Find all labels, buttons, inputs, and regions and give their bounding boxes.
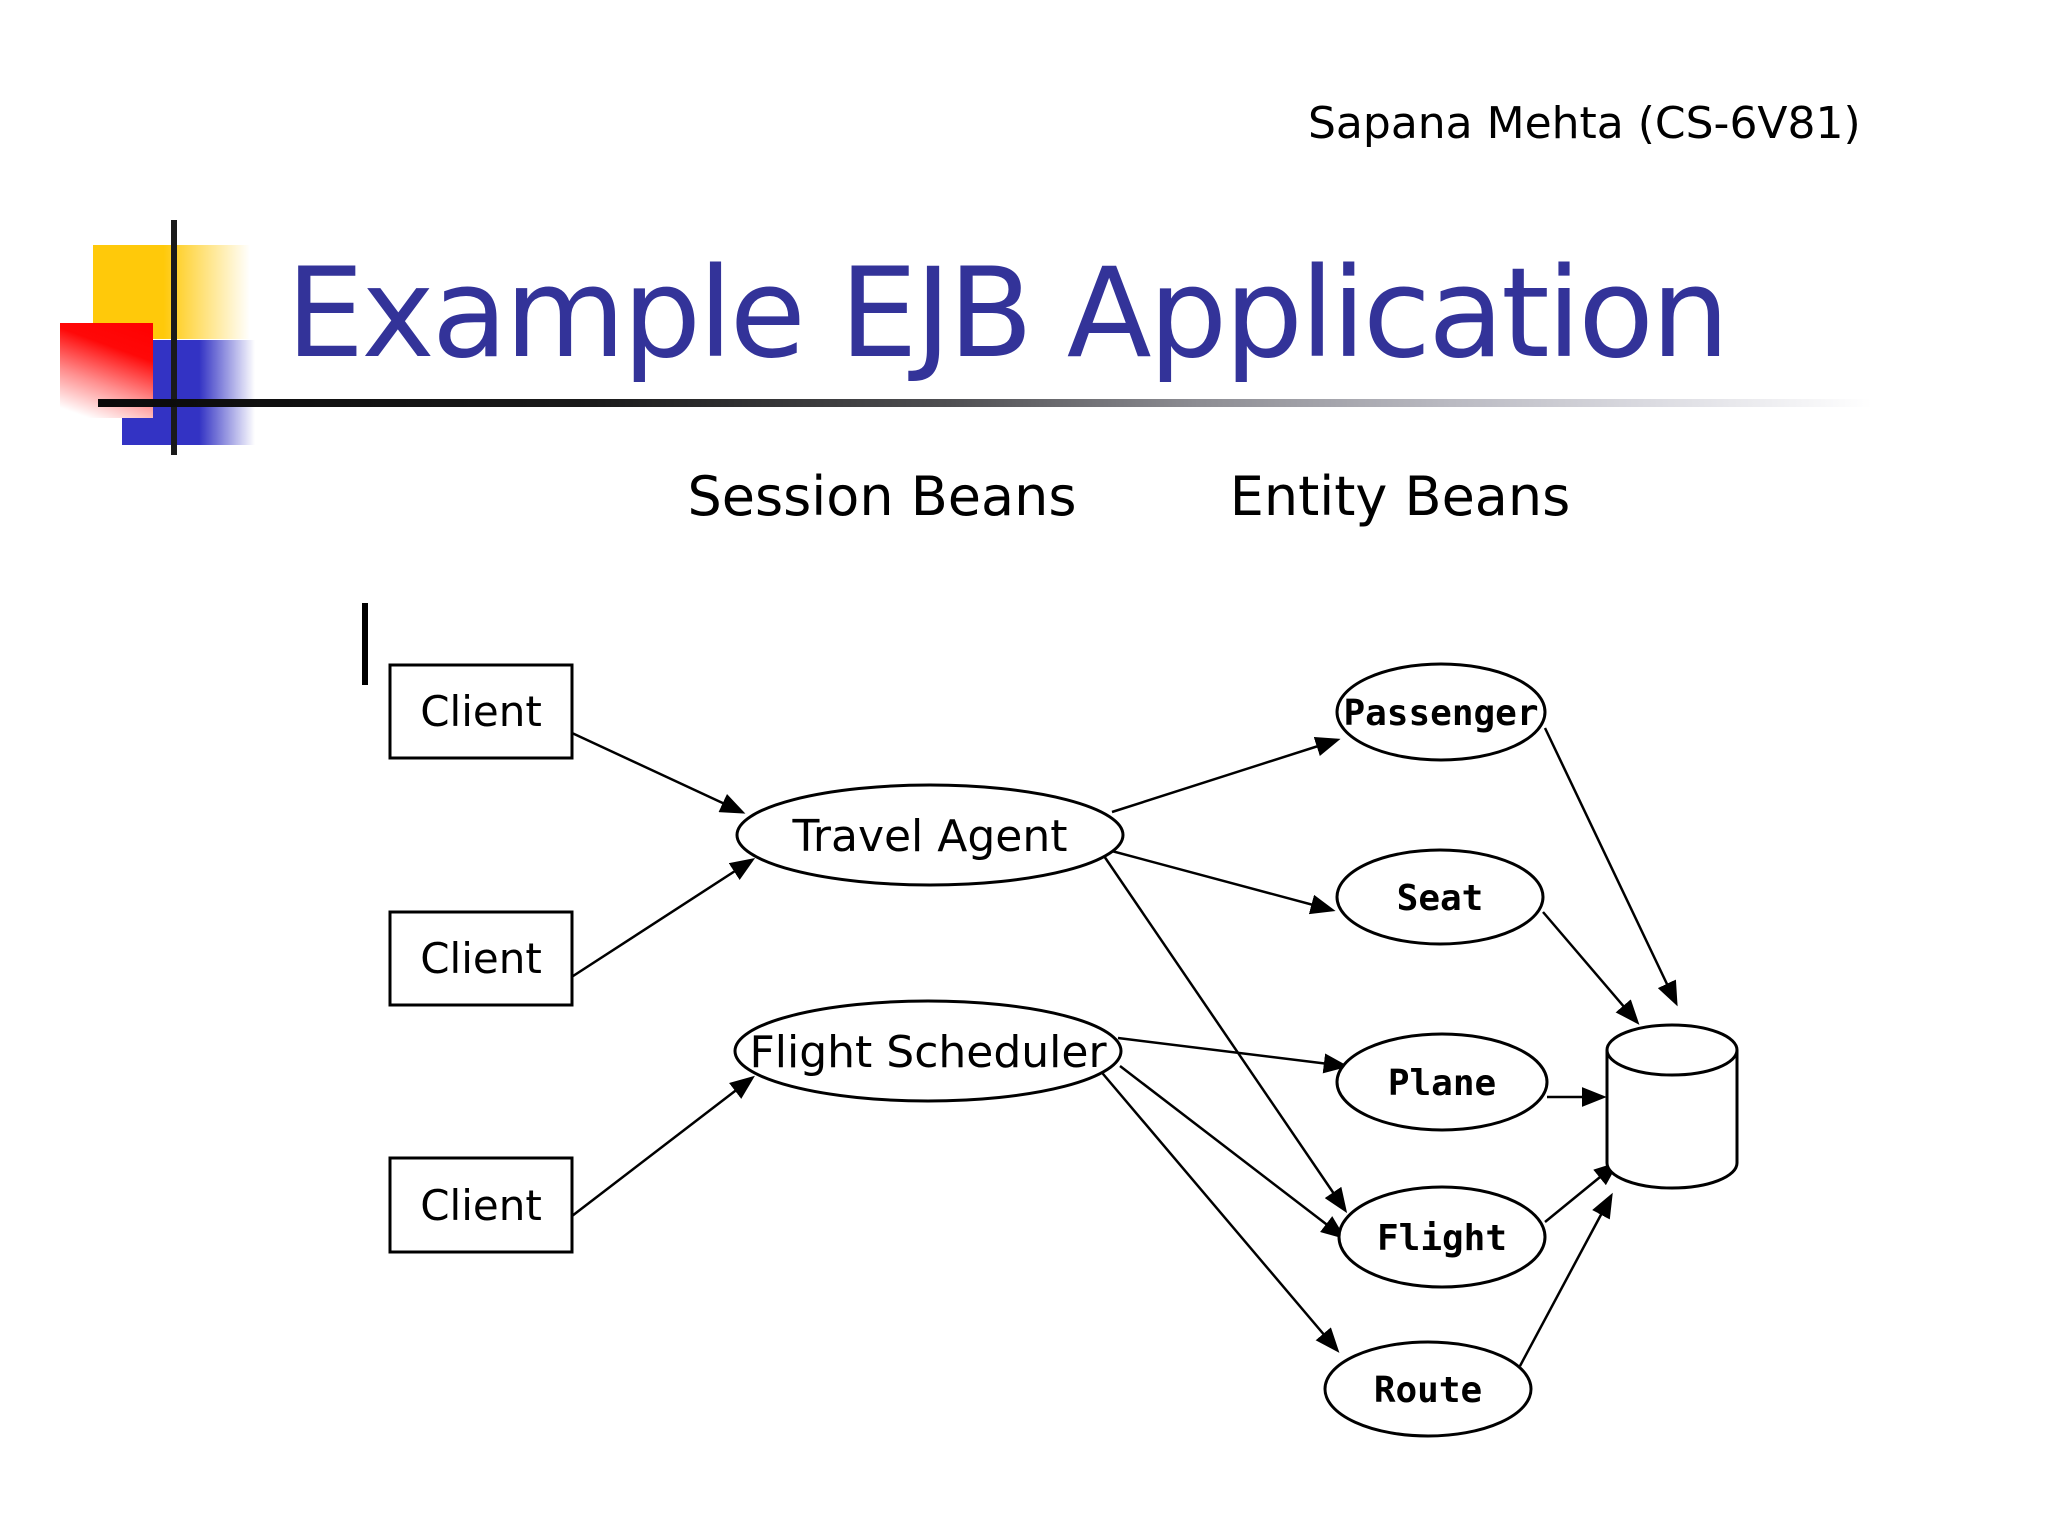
edge-flight-database <box>1544 1161 1619 1223</box>
database-cylinder-icon <box>1605 1023 1739 1190</box>
client-1-label: Client <box>420 687 542 736</box>
flight-scheduler-ellipse <box>733 999 1123 1103</box>
seat-label: Seat <box>1397 878 1484 919</box>
client-3-label: Client <box>420 1181 542 1230</box>
entity-beans-header: Entity Beans <box>1230 465 1571 528</box>
travel-agent-label: Travel Agent <box>791 811 1067 862</box>
route-label: Route <box>1374 1370 1482 1411</box>
client-nodes: Client Client Client <box>388 663 574 1254</box>
flight-scheduler-label: Flight Scheduler <box>749 1027 1107 1078</box>
session-bean-nodes: Travel Agent Flight Scheduler <box>733 783 1125 1103</box>
edge-client3-flight-scheduler <box>571 1075 755 1217</box>
client-box-1 <box>388 663 574 760</box>
edge-flight-scheduler-route <box>1097 1067 1340 1353</box>
plane-ellipse <box>1335 1032 1549 1132</box>
edge-travel-agent-passenger <box>1111 736 1341 814</box>
edge-seat-database <box>1542 911 1640 1025</box>
page-title: Example EJB Application <box>286 242 1730 386</box>
passenger-label: Passenger <box>1343 693 1538 734</box>
credit-text: Sapana Mehta (CS-6V81) <box>1308 98 1861 149</box>
flight-ellipse <box>1337 1185 1547 1289</box>
travel-agent-ellipse <box>735 783 1125 887</box>
edge-flight-scheduler-plane <box>1117 1036 1349 1074</box>
edge-passenger-database <box>1543 727 1678 1007</box>
session-beans-header: Session Beans <box>688 465 1077 528</box>
edge-travel-agent-flight <box>1102 855 1348 1214</box>
diagram-edges <box>569 727 1678 1367</box>
database-cylinder-top <box>1605 1023 1739 1077</box>
title-underline-rule <box>98 399 1872 407</box>
text-cursor-mark <box>362 603 368 685</box>
decor-vertical-line <box>171 220 177 455</box>
client-2-label: Client <box>420 934 542 983</box>
edge-travel-agent-seat <box>1107 848 1336 915</box>
edge-flight-scheduler-flight <box>1119 1065 1346 1240</box>
client-box-2 <box>388 910 574 1007</box>
route-ellipse <box>1323 1340 1533 1438</box>
plane-label: Plane <box>1388 1063 1496 1104</box>
passenger-ellipse <box>1335 662 1547 762</box>
database-cylinder-body <box>1605 1050 1739 1190</box>
edge-route-database <box>1518 1192 1613 1367</box>
edge-client2-travel-agent <box>569 857 756 980</box>
seat-ellipse <box>1335 848 1545 946</box>
edge-client1-travel-agent <box>571 731 746 814</box>
entity-bean-nodes: Passenger Seat Plane Flight Route <box>1323 662 1549 1438</box>
flight-label: Flight <box>1377 1218 1507 1259</box>
client-box-3 <box>388 1156 574 1254</box>
